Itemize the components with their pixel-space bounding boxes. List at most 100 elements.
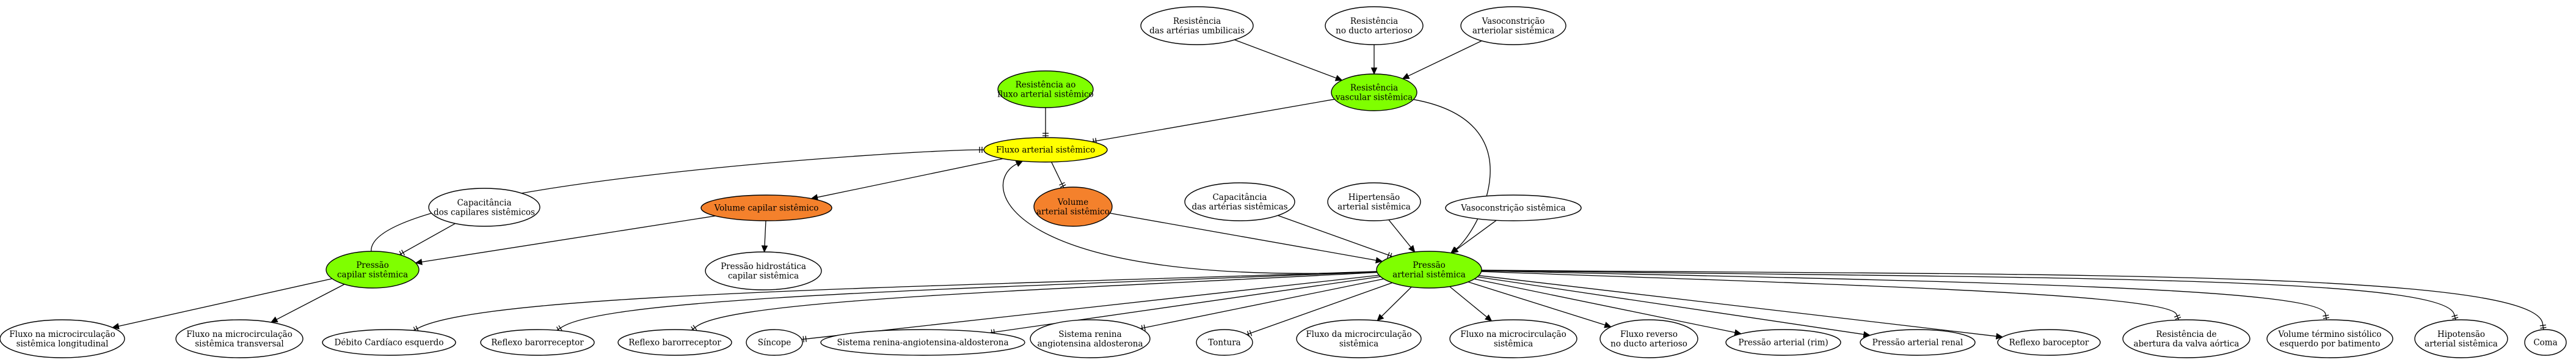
edge-line	[817, 158, 1003, 198]
edge-line	[1051, 161, 1062, 183]
node-label: vascular sistêmica	[1335, 92, 1413, 102]
node-label: Resistência	[1350, 17, 1398, 26]
arrowhead	[1375, 257, 1383, 264]
edge-line	[1481, 270, 2326, 314]
node-label: sistêmica	[1494, 339, 1533, 349]
node-label: Resistência ao	[1016, 80, 1076, 90]
edge-pressao_art-to-b19	[1481, 270, 2547, 330]
node-label: capilar sistêmica	[728, 271, 799, 281]
edge-line	[1110, 213, 1377, 261]
node-b6: Síncope	[746, 329, 803, 356]
edge-line	[1481, 270, 2454, 314]
node-shape	[820, 329, 1025, 356]
arrowhead	[270, 316, 278, 323]
arrowhead	[1604, 322, 1612, 328]
edge-pressao_cap-to-b2	[270, 284, 345, 323]
tee-bar	[802, 336, 804, 342]
node-label: no ducto arterioso	[1336, 26, 1413, 35]
edge-line	[1097, 98, 1335, 141]
node-shape	[1376, 251, 1482, 289]
edge-pressao_art-to-b6	[801, 275, 1380, 342]
node-label: arterial sistêmica	[1392, 270, 1466, 279]
edge-line	[404, 223, 456, 253]
arrowhead	[112, 323, 120, 330]
tee-bar	[1249, 330, 1253, 336]
node-label: Vasoconstrição sistêmica	[1460, 204, 1565, 213]
node-label: sistêmica transversal	[195, 339, 284, 349]
edges-layer	[112, 39, 2547, 342]
node-label: sistêmica	[1339, 339, 1378, 349]
node-b15: Reflexo baroceptor	[1997, 329, 2101, 356]
tee-bar	[2323, 317, 2329, 319]
arrowhead	[1370, 67, 1378, 75]
node-label: Fluxo da microcirculação	[1306, 330, 1411, 339]
node-label: das artérias sistêmicas	[1192, 202, 1287, 212]
edge-line	[1468, 281, 1606, 326]
node-label: esquerdo por batimento	[2280, 339, 2381, 349]
node-label: arteriolar sistêmica	[1472, 26, 1554, 35]
node-shape	[617, 329, 732, 356]
edge-line	[1413, 99, 1491, 250]
edge-line	[1408, 40, 1482, 76]
edge-fluxo_art-to-vol_arterial	[1051, 161, 1066, 188]
node-b14: Pressão arterial renal	[1860, 329, 1976, 356]
edge-line	[807, 275, 1380, 339]
arrowhead	[1402, 73, 1410, 79]
node-shape	[1725, 329, 1841, 356]
node-label: Capacitância	[1212, 193, 1267, 202]
node-fluxo-art: Fluxo arterial sistêmico	[983, 137, 1108, 163]
edge-line	[561, 271, 1377, 328]
tee-bar	[1059, 182, 1065, 186]
node-shape	[1997, 329, 2101, 356]
arrowhead	[1377, 314, 1384, 322]
edge-line-end	[2453, 314, 2456, 320]
node-shape	[1860, 329, 1976, 356]
node-shape	[1184, 182, 1295, 221]
node-label: Reflexo barorreceptor	[491, 338, 584, 348]
node-label: arterial sistêmico	[1036, 207, 1110, 216]
edge-line	[696, 272, 1378, 327]
node-label: Pressão	[1413, 260, 1446, 270]
node-label: Fluxo na microcirculação	[1460, 330, 1566, 339]
edge-hipertensao-to-pressao_art	[1388, 220, 1416, 253]
node-shape	[480, 329, 595, 356]
edge-vol_capilar-to-pressao_cap	[415, 215, 716, 265]
edge-line-end	[1246, 332, 1253, 335]
node-shape	[1196, 329, 1253, 356]
node-label: Sistema renina	[1058, 330, 1121, 339]
node-label: Volume	[1057, 198, 1088, 207]
node-label: arterial sistêmica	[1337, 202, 1411, 212]
node-vol-capilar: Volume capilar sistêmico	[700, 194, 832, 221]
node-shape	[1325, 6, 1424, 45]
edge-line	[276, 284, 345, 320]
edge-line	[418, 271, 1377, 328]
edge-line	[1146, 278, 1384, 328]
node-shape	[2414, 319, 2508, 358]
tee-bar	[2452, 317, 2459, 320]
node-shape	[428, 188, 540, 227]
edge-line-end	[413, 327, 420, 331]
edge-line	[764, 220, 766, 246]
edge-res_ducto-to-res_vasc	[1370, 45, 1378, 75]
edge-line	[1449, 286, 1488, 318]
edge-pressao_art-to-b11	[1449, 286, 1493, 322]
node-shape	[0, 319, 125, 358]
node-label: Hipotensão	[2437, 330, 2485, 339]
node-label: arterial sistêmica	[2425, 339, 2498, 349]
arrowhead	[761, 245, 768, 253]
edge-pressao_art-to-b9	[1246, 282, 1392, 338]
